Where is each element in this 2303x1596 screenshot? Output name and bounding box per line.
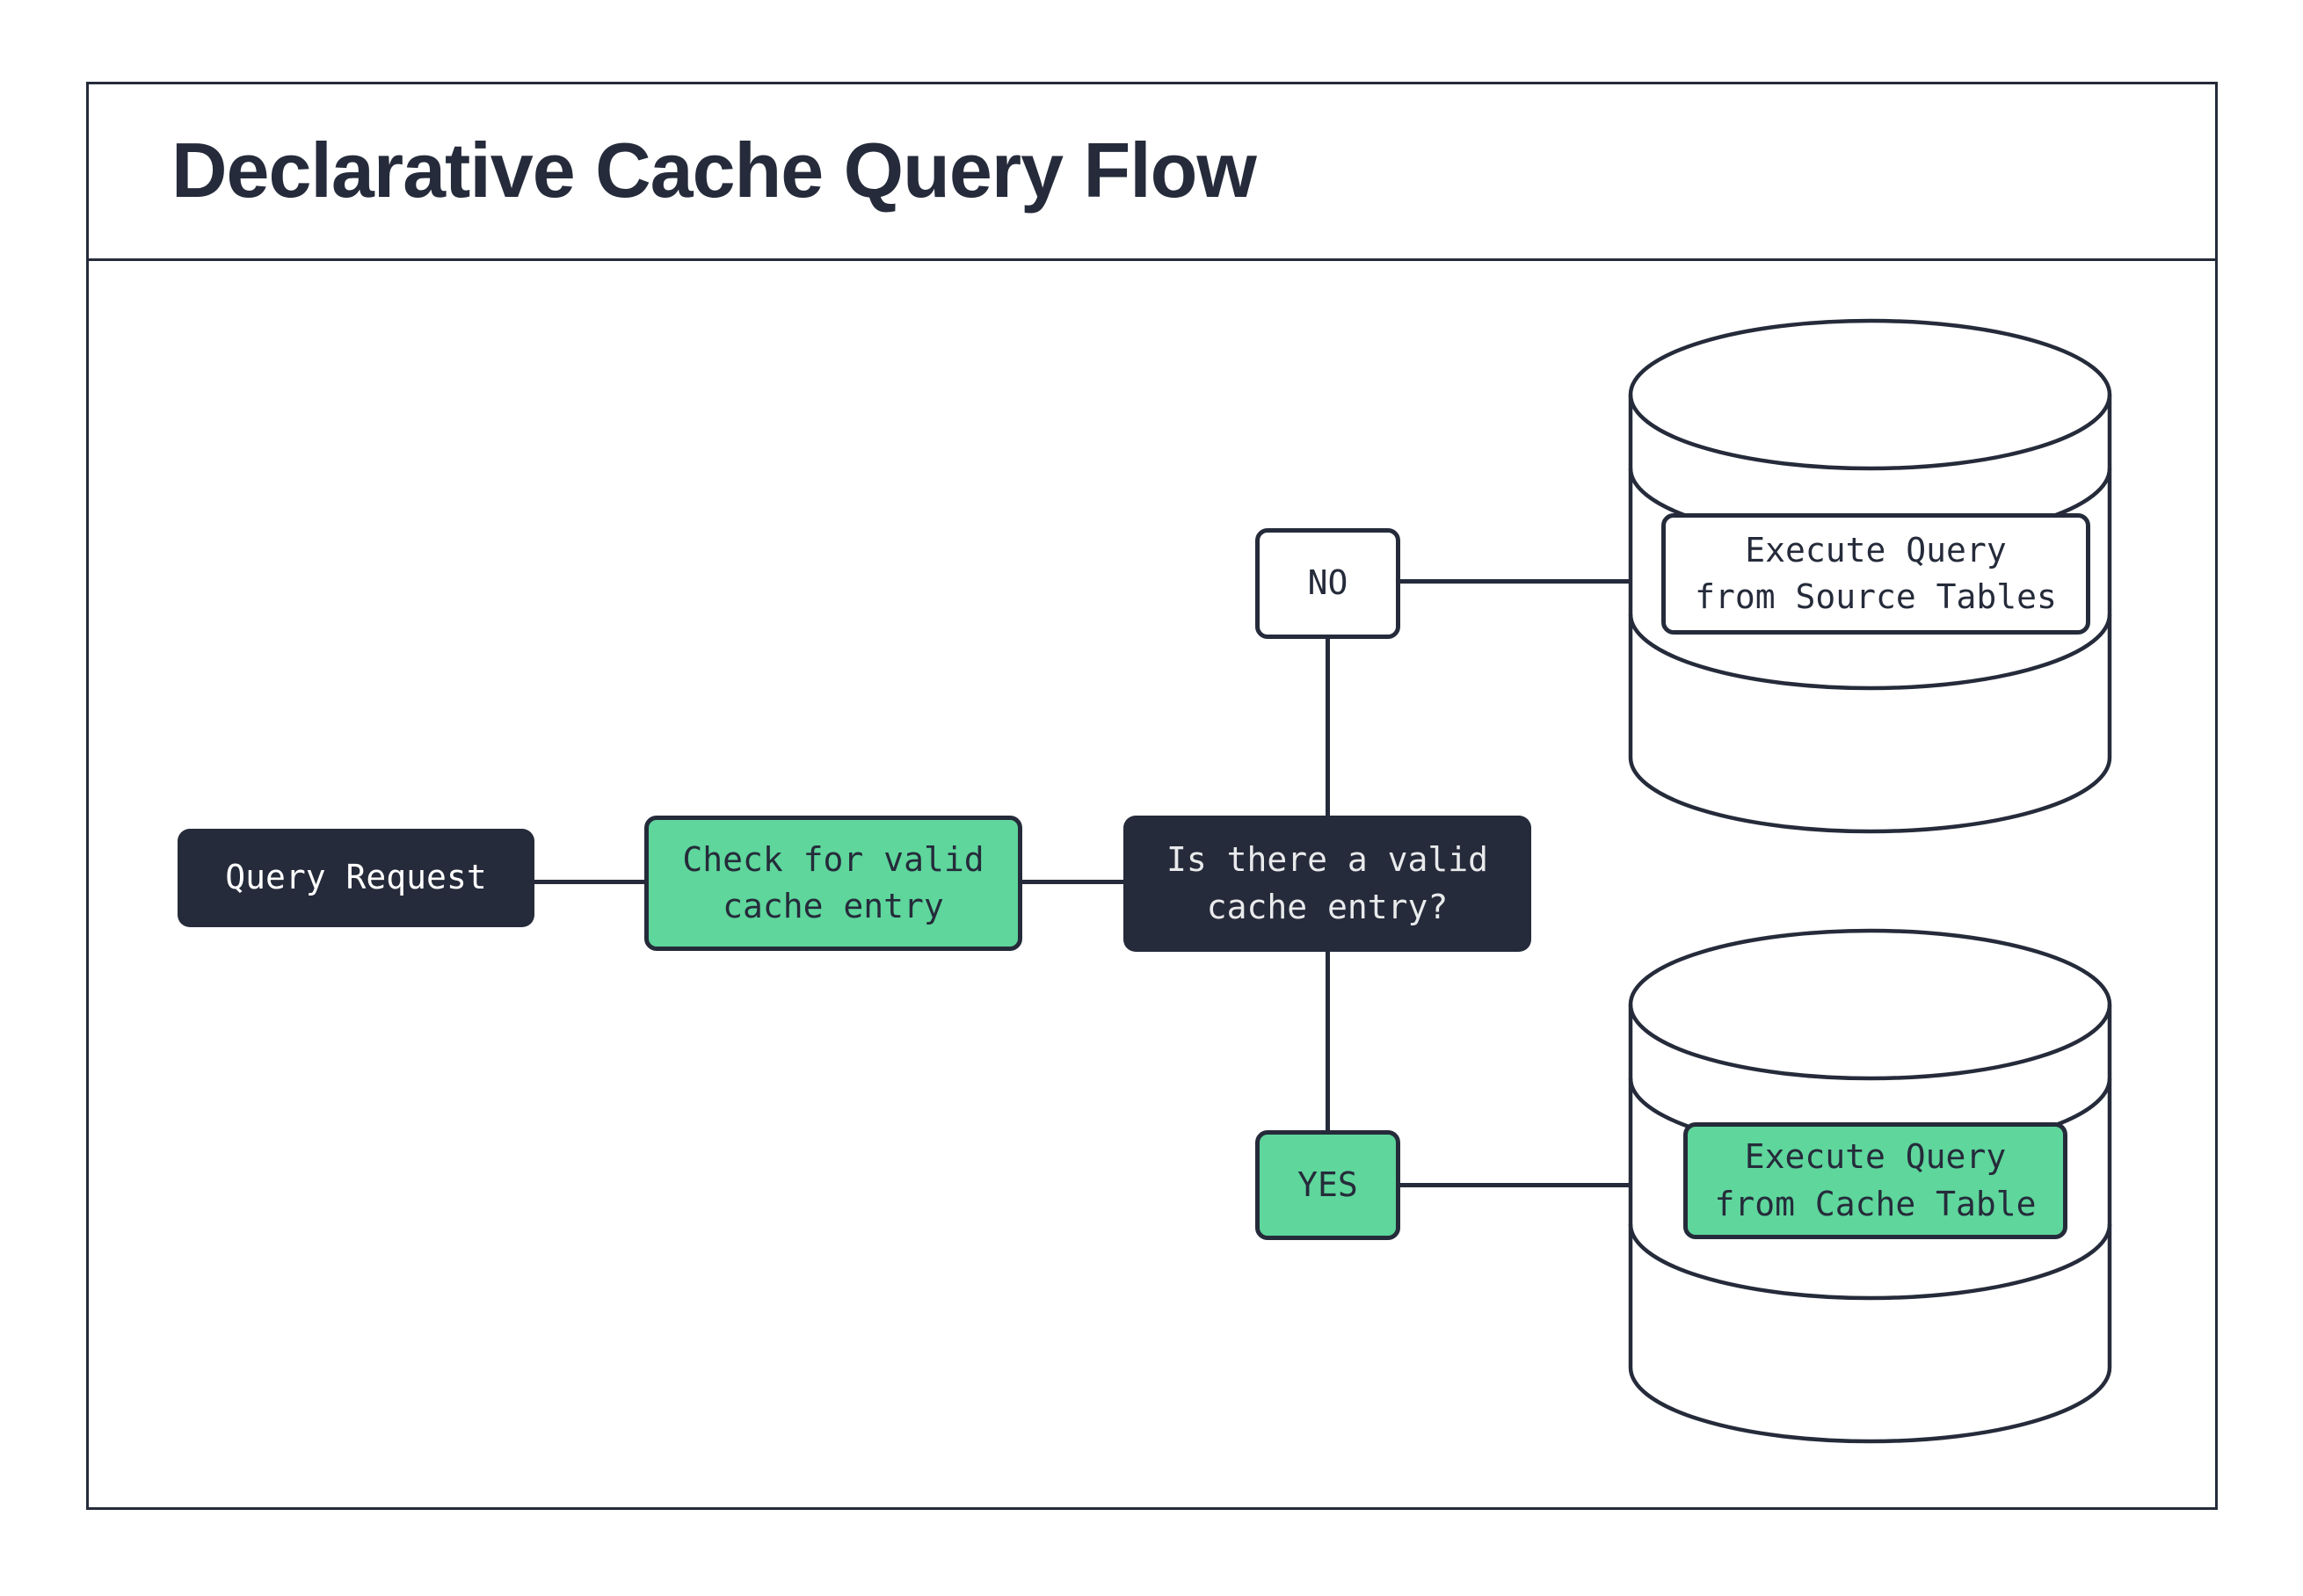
node-query-request: Query Request (178, 829, 534, 927)
connector-yes-to-cache-db (1400, 1183, 1631, 1187)
node-check-cache: Check for valid cache entry (644, 816, 1022, 951)
node-branch-no: NO (1255, 528, 1400, 639)
connector-query-to-check (534, 880, 644, 884)
title-bar: Declarative Cache Query Flow (86, 82, 2218, 261)
node-execute-source-tables: Execute Query from Source Tables (1661, 513, 2090, 635)
connector-check-to-decision (1022, 880, 1132, 884)
connector-decision-to-no (1326, 639, 1330, 816)
connector-no-to-source-db (1400, 579, 1631, 584)
connector-decision-to-yes (1326, 952, 1330, 1130)
node-branch-yes: YES (1255, 1130, 1400, 1240)
node-decision-valid-cache: Is there a valid cache entry? (1123, 816, 1531, 952)
page-title: Declarative Cache Query Flow (171, 126, 1257, 214)
node-execute-cache-table: Execute Query from Cache Table (1683, 1122, 2067, 1239)
